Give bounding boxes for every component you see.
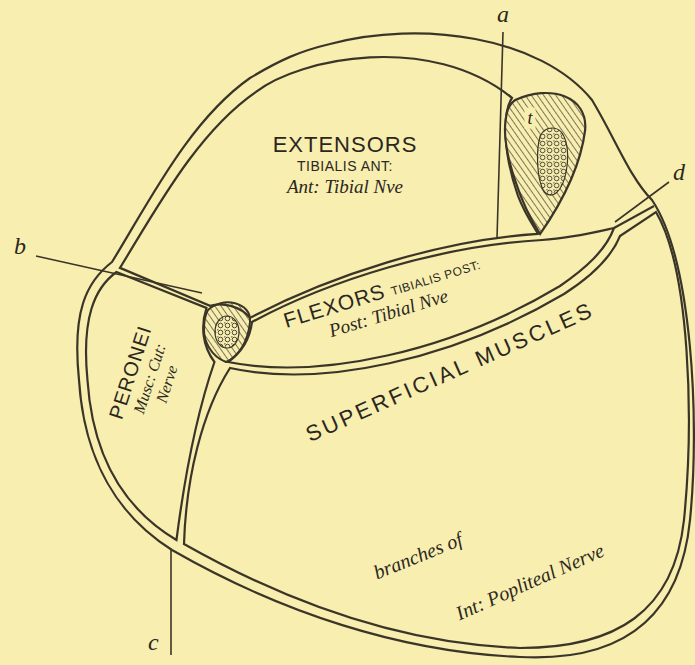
septum-letter: d — [673, 160, 685, 184]
text-block: Int: Popliteal Nerve — [452, 539, 607, 625]
tibia-marrow — [537, 128, 567, 195]
text-row: Ant: Tibial Nve — [273, 176, 418, 198]
text-block: PERONEIMusc: Cut: Nerve — [105, 323, 192, 434]
leader-line — [615, 182, 669, 222]
septum-letter: c — [148, 630, 159, 654]
septum-letter: b — [14, 234, 26, 258]
skin-outline — [77, 33, 694, 657]
text-row: Int: Popliteal Nerve — [452, 539, 607, 625]
muscle-name: TIBIALIS ANT: — [297, 159, 393, 175]
text-row: t — [524, 108, 535, 129]
compartment-shape — [180, 208, 693, 652]
nerve-name: Ant: Tibial Nve — [287, 176, 403, 198]
text-block: FLEXORSTIBIALIS POST:Post: Tibial Nve — [281, 250, 490, 354]
leader-line — [497, 32, 503, 238]
compartment-shape — [501, 89, 589, 238]
text-block: branches of — [370, 528, 466, 584]
text-block: t — [524, 108, 535, 129]
superficial-compartment-outline — [184, 212, 689, 648]
peroneal-compartment-outline — [86, 272, 214, 540]
nerve-name: branches of — [370, 528, 466, 584]
text-row: TIBIALIS ANT: — [273, 158, 418, 176]
superficial-compartment: SUPERFICIAL MUSCLESbranches ofInt: Popli… — [180, 208, 693, 652]
text-row: EXTENSORS — [273, 132, 418, 157]
leader-line — [170, 550, 172, 655]
extensor-compartment-outline — [120, 57, 538, 318]
leader-line — [36, 256, 202, 293]
text-row: branches of — [370, 528, 466, 584]
tibia-bone: t — [501, 89, 589, 238]
fibula-marrow — [215, 316, 239, 348]
text-block: EXTENSORS TIBIALIS ANT:Ant: Tibial Nve — [273, 132, 418, 198]
septum-letter: a — [497, 2, 509, 26]
tibia-bone-outline — [505, 93, 585, 234]
peroneal-compartment: PERONEIMusc: Cut: Nerve — [82, 268, 218, 544]
extensor-compartment: EXTENSORS TIBIALIS ANT:Ant: Tibial Nve — [116, 53, 542, 322]
muscle-group-name: EXTENSORS — [273, 132, 418, 157]
bone-letter: t — [524, 108, 535, 129]
nerve-name: Int: Popliteal Nerve — [452, 539, 607, 625]
